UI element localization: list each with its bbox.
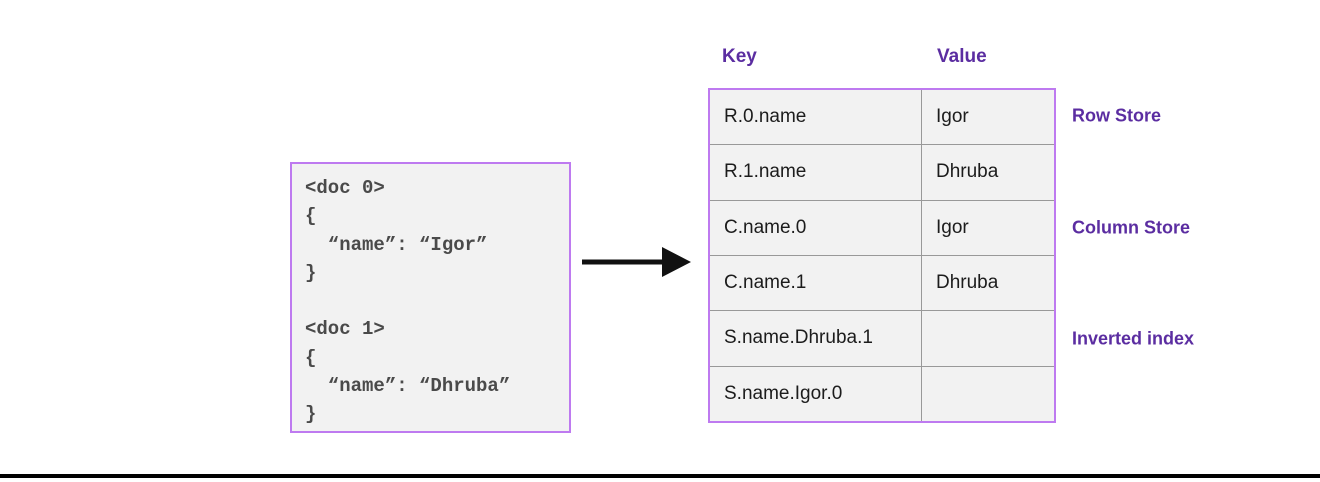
code-line: <doc 1> — [305, 318, 385, 341]
key-cell: R.1.name — [710, 145, 922, 200]
key-cell: S.name.Dhruba.1 — [710, 311, 922, 366]
code-line — [305, 287, 561, 315]
value-cell: Igor — [936, 216, 969, 238]
key-cell: R.0.name — [710, 90, 922, 145]
key-cell: C.name.0 — [710, 200, 922, 255]
code-line: } — [305, 261, 317, 284]
source-documents-box: <doc 0> { “name”: “Igor” } <doc 1> { “na… — [290, 162, 571, 433]
table-row: R.0.name Igor — [710, 90, 1054, 145]
value-cell: Dhruba — [936, 161, 999, 183]
table-row: S.name.Dhruba.1 — [710, 310, 1054, 366]
code-line: { — [305, 346, 317, 369]
table-row: R.1.name Dhruba — [710, 144, 1054, 200]
bottom-divider-line — [0, 474, 1320, 478]
table-row: S.name.Igor.0 — [710, 365, 1054, 421]
code-line: <doc 0> — [305, 177, 385, 199]
annotation-row-store: Row Store — [1072, 105, 1162, 126]
annotation-column-store: Column Store — [1072, 217, 1191, 238]
code-line: { — [305, 205, 317, 228]
value-cell — [922, 367, 1054, 421]
table-row: C.name.0 Igor — [710, 199, 1054, 255]
key-cell: S.name.Igor.0 — [710, 366, 922, 421]
code-line: “name”: “Igor” — [305, 233, 488, 256]
table-row: C.name.1 Dhruba — [710, 254, 1054, 311]
table-header-value: Value — [937, 46, 987, 67]
value-cell: Dhruba — [936, 272, 999, 294]
table-header-key: Key — [722, 46, 757, 67]
code-line: } — [305, 403, 317, 426]
code-line: “name”: “Dhruba” — [305, 375, 511, 398]
annotation-inverted-index: Inverted index — [1072, 328, 1195, 349]
key-cell: C.name.1 — [710, 255, 922, 311]
arrow-right-icon — [580, 240, 692, 284]
key-value-table: R.0.name Igor R.1.name Dhruba C.name.0 I… — [708, 88, 1056, 423]
value-cell — [922, 311, 1054, 365]
value-cell: Igor — [936, 106, 969, 128]
